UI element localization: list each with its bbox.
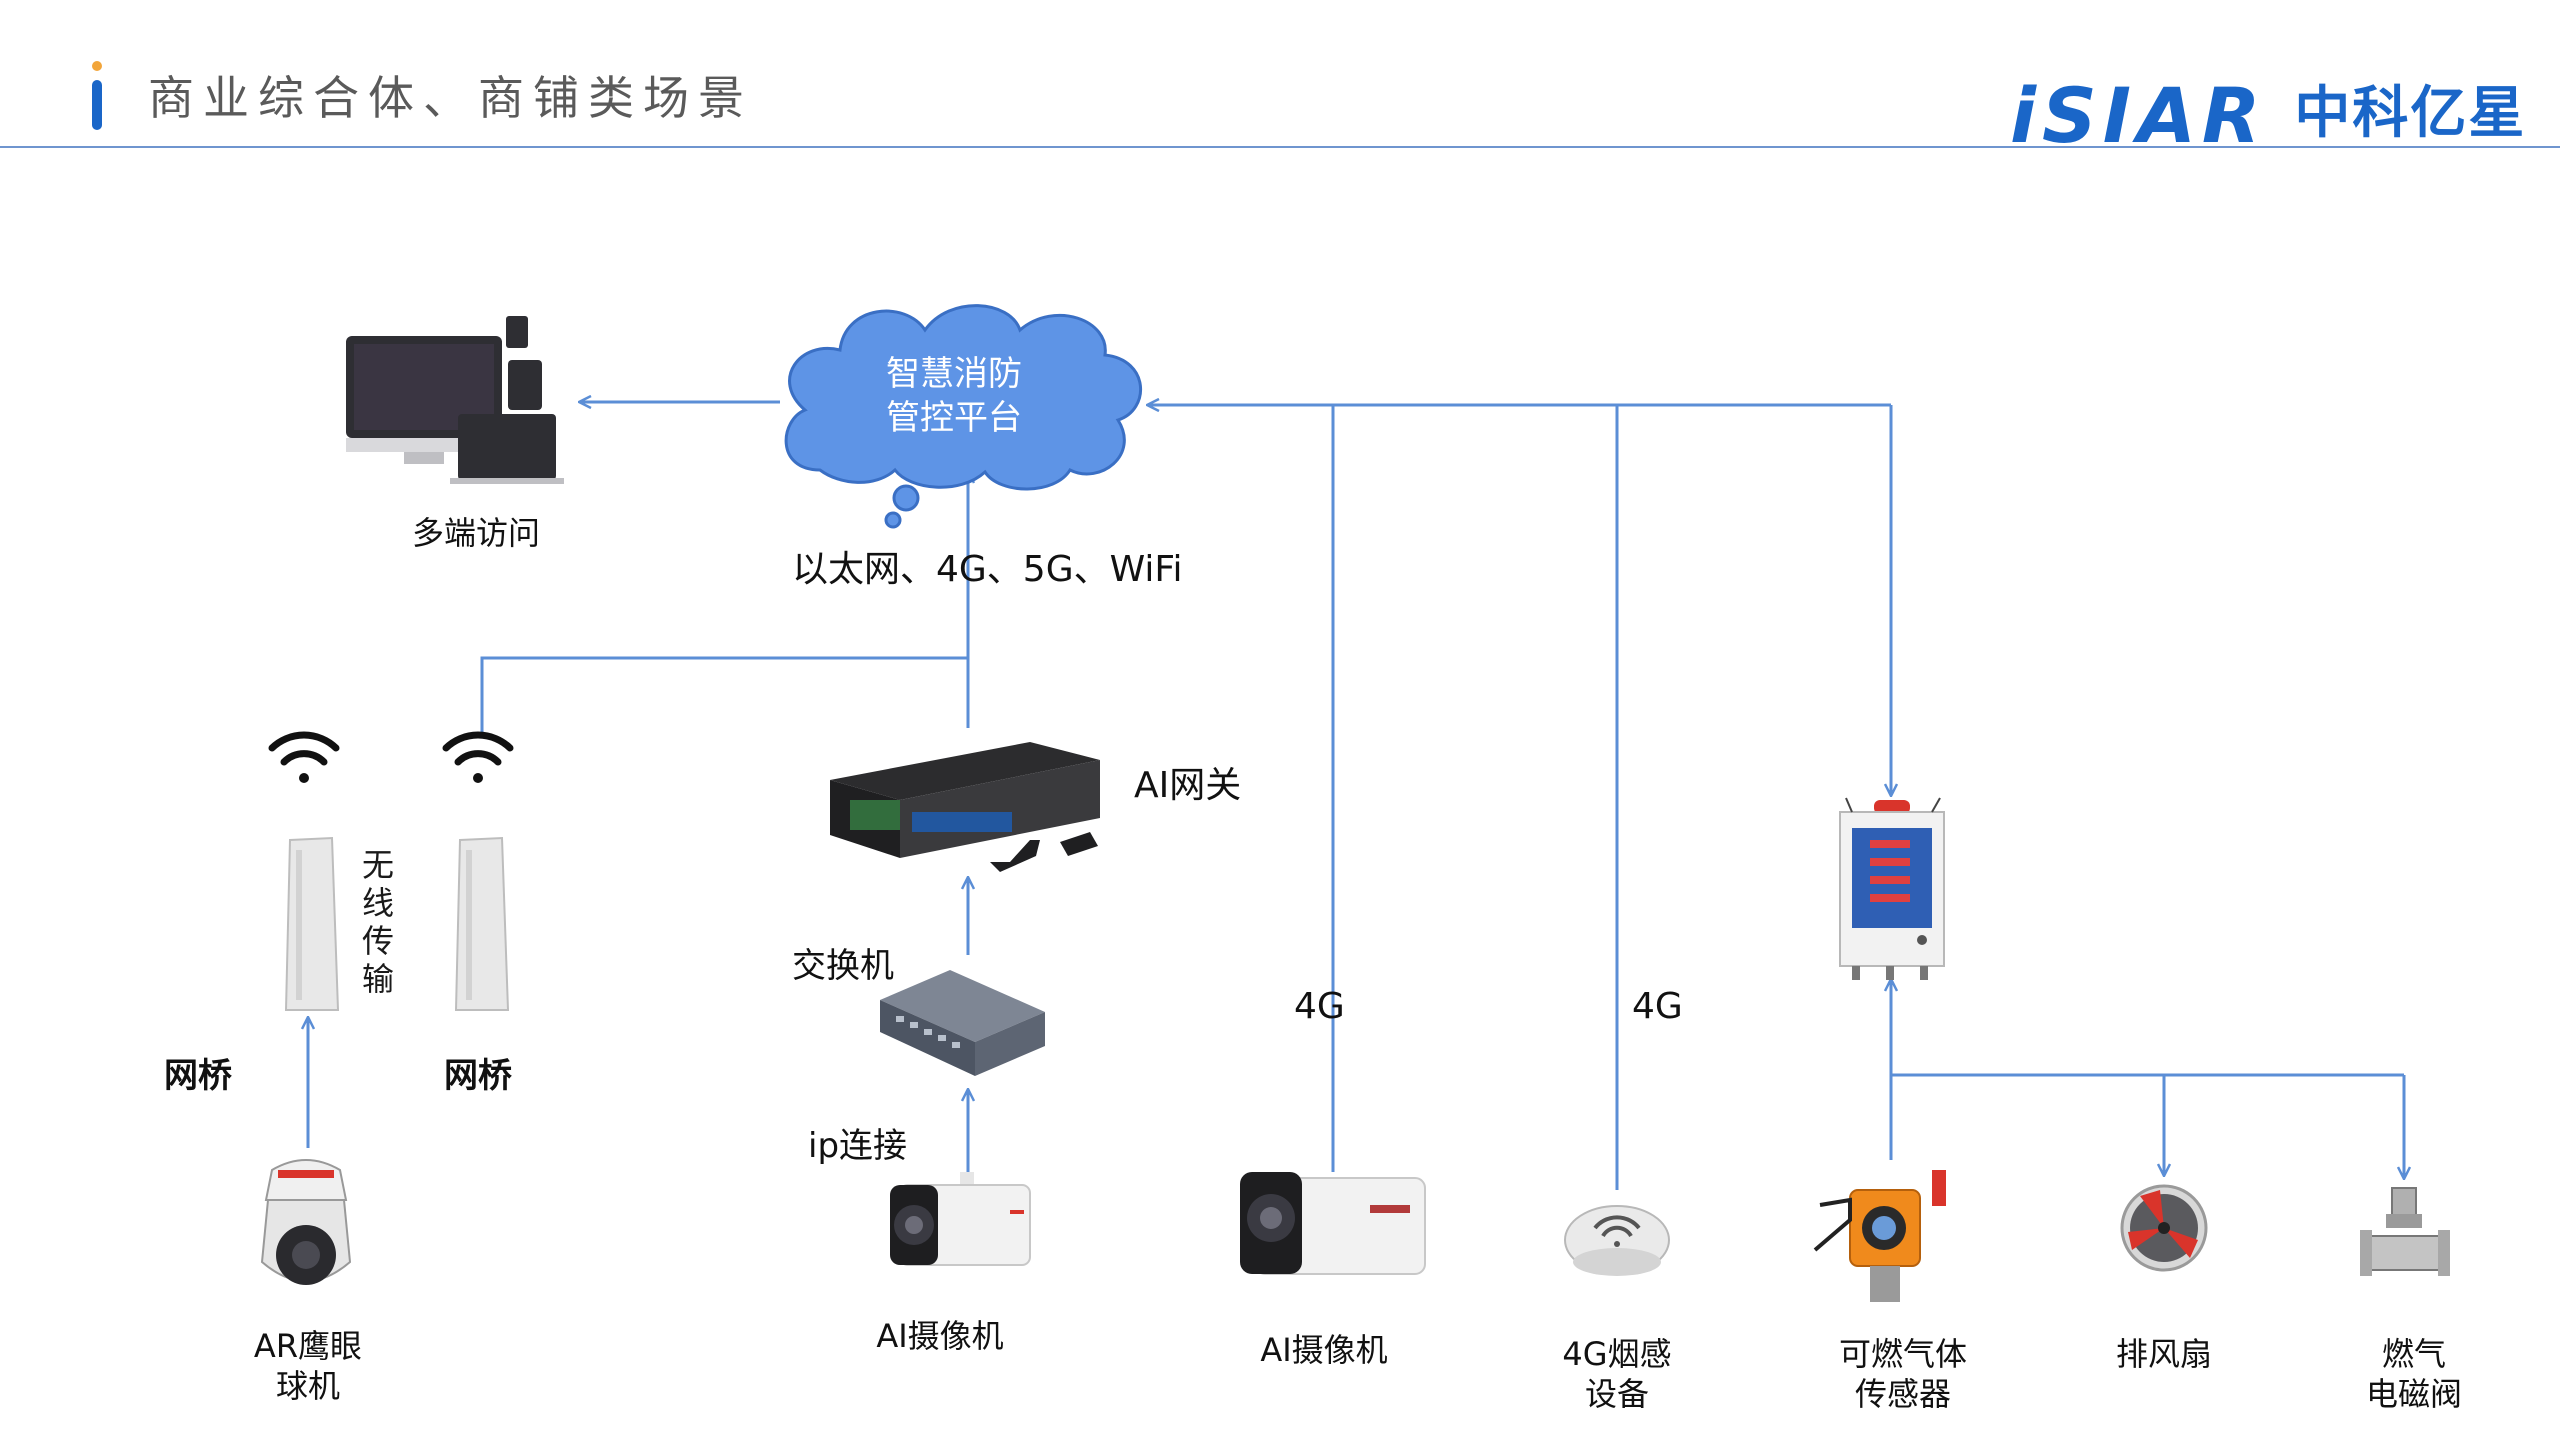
cloud-icon: [784, 304, 1142, 529]
bridge-device-icon: [454, 836, 510, 1011]
camera-4g-label: 4G: [1294, 986, 1345, 1027]
bridge-right-label: 网桥: [444, 1056, 512, 1096]
network-types-label: 以太网、4G、5G、WiFi: [792, 549, 1183, 590]
smoke-detector-icon: [1564, 1205, 1670, 1276]
brand-logo: iSIAR 中科亿星: [2010, 68, 2526, 160]
switch-icon: [880, 970, 1045, 1076]
ai-camera-small-label: AI摄像机: [876, 1317, 1004, 1355]
connection-lines: [308, 402, 2404, 1190]
gas-sensor-label: 可燃气体 传感器: [1838, 1335, 1967, 1413]
control-panel-icon: [1839, 797, 1945, 980]
page-title: 商业综合体、商铺类场景: [148, 71, 753, 125]
smoke-4g-label: 4G: [1632, 986, 1683, 1027]
wireless-transmission-label: 无线传输: [362, 846, 395, 998]
cloud-platform-label: 智慧消防 管控平台: [886, 354, 1022, 438]
bridge-to-trunk-line: [480, 656, 968, 732]
bridge-device-icon: [284, 836, 340, 1011]
brand-logo-en: iSIAR: [2010, 71, 2267, 160]
gateway-icon: [830, 742, 1100, 872]
dome-camera-icon: [260, 1159, 352, 1285]
bridge-left-label: 网桥: [164, 1056, 232, 1096]
switch-label: 交换机: [792, 946, 894, 986]
smoke-detector-label: 4G烟感 设备: [1562, 1335, 1672, 1413]
wifi-icon: [268, 731, 340, 783]
gas-sensor-icon: [1813, 1170, 1946, 1302]
camera-icon: [890, 1172, 1031, 1266]
wifi-icon: [442, 731, 514, 783]
fan-icon: [2120, 1184, 2208, 1272]
gateway-label: AI网关: [1134, 765, 1242, 806]
camera-icon: [1240, 1172, 1426, 1275]
ai-camera-large-label: AI摄像机: [1260, 1331, 1388, 1369]
title-mark-icon: [92, 61, 102, 130]
valve-icon: [2360, 1187, 2450, 1276]
gas-valve-label: 燃气 电磁阀: [2365, 1335, 2462, 1413]
multi-terminal-label: 多端访问: [412, 514, 541, 552]
ip-connection-label: ip连接: [808, 1126, 908, 1166]
exhaust-fan-label: 排风扇: [2115, 1335, 2212, 1373]
computer-icon: [346, 316, 564, 484]
ar-dome-camera-label: AR鹰眼 球机: [253, 1327, 363, 1405]
brand-logo-cn: 中科亿星: [2294, 81, 2527, 146]
header-divider: [0, 146, 2560, 148]
